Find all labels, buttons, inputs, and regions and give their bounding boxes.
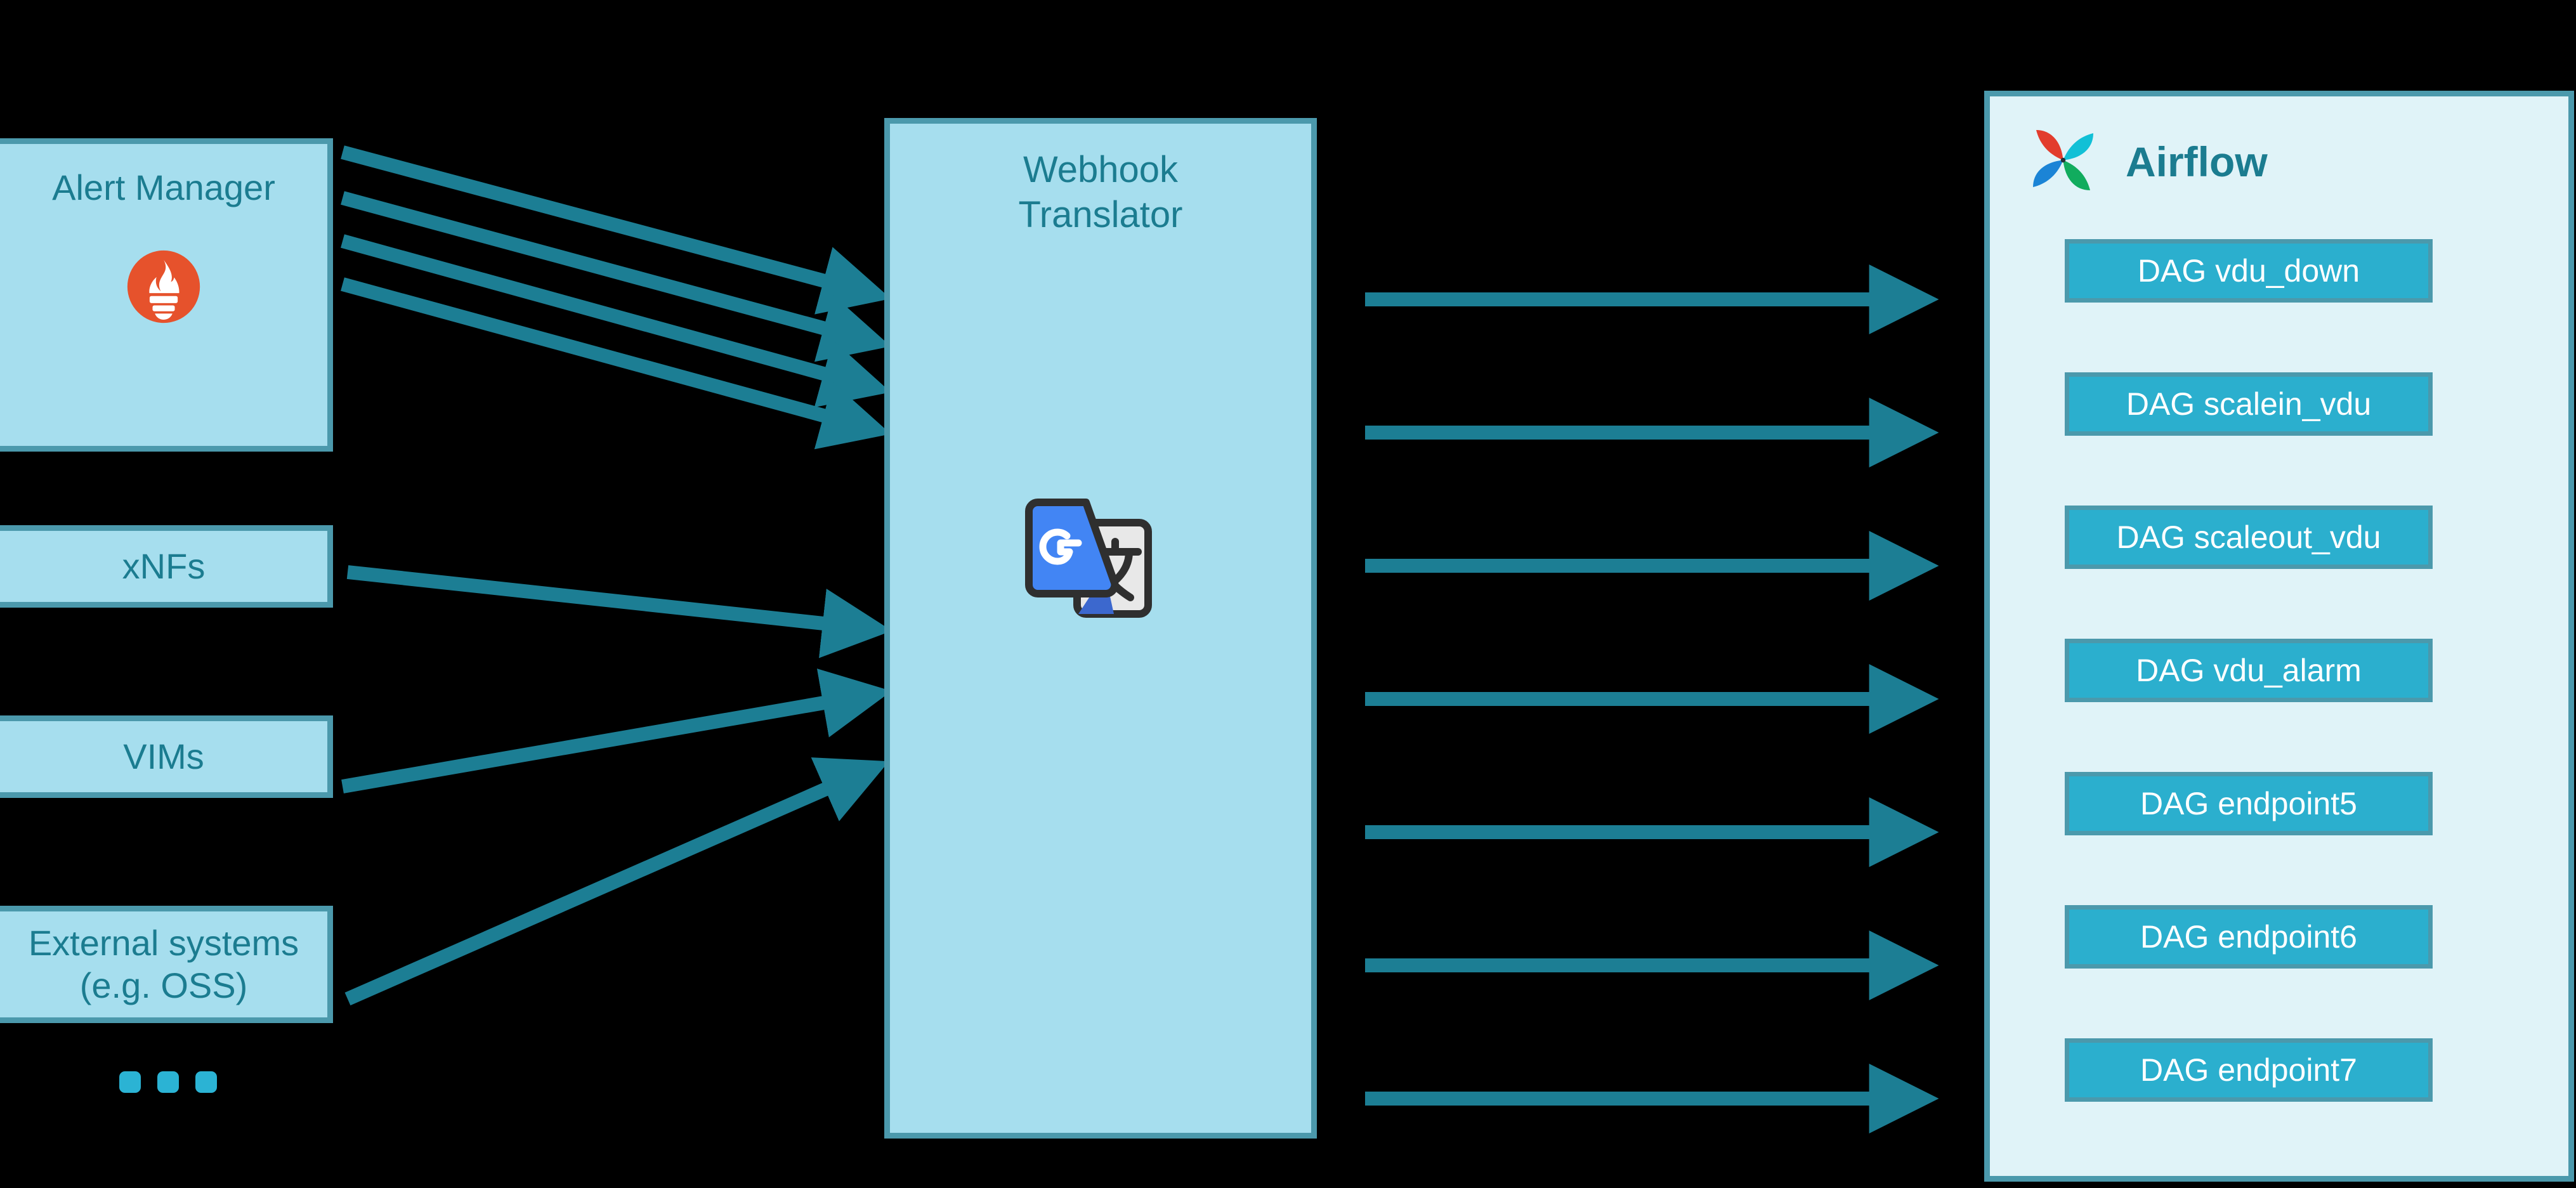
airflow-pinwheel-icon [2024, 121, 2103, 203]
dag-box-scalein-vdu[interactable]: DAG scalein_vdu [2065, 372, 2433, 436]
arrow-alert-4 [341, 277, 891, 450]
arrow-external [344, 757, 889, 1006]
arrow-xnfs [346, 565, 892, 658]
airflow-header: Airflow [2024, 117, 2544, 206]
arrow-alert-1 [341, 145, 891, 315]
dag-label: DAG scalein_vdu [2126, 386, 2372, 422]
dag-label: DAG endpoint7 [2140, 1052, 2357, 1088]
ellipsis-dot [195, 1071, 217, 1093]
prometheus-icon [126, 249, 201, 327]
source-box-external-systems[interactable]: External systems (e.g. OSS) [0, 906, 333, 1023]
source-box-vims[interactable]: VIMs [0, 715, 333, 798]
dag-box-scaleout-vdu[interactable]: DAG scaleout_vdu [2065, 506, 2433, 569]
source-box-xnfs[interactable]: xNFs [0, 525, 333, 608]
source-label-alert-manager: Alert Manager [52, 167, 275, 207]
dag-box-vdu-down[interactable]: DAG vdu_down [2065, 239, 2433, 303]
webhook-translator-box[interactable]: Webhook Translator [884, 118, 1317, 1139]
arrow-vims [341, 669, 892, 793]
dag-box-endpoint7[interactable]: DAG endpoint7 [2065, 1038, 2433, 1102]
source-box-alert-manager[interactable]: Alert Manager [0, 138, 333, 452]
source-label-xnfs: xNFs [122, 545, 206, 586]
ellipsis-dot [119, 1071, 141, 1093]
dag-label: DAG vdu_down [2137, 253, 2360, 289]
dag-label: DAG vdu_alarm [2136, 653, 2362, 688]
dag-label: DAG scaleout_vdu [2116, 519, 2381, 555]
source-label-external-systems: External systems (e.g. OSS) [28, 923, 299, 1005]
ellipsis-indicator [57, 1063, 279, 1101]
dag-box-endpoint5[interactable]: DAG endpoint5 [2065, 772, 2433, 835]
dag-label: DAG endpoint6 [2140, 919, 2357, 955]
dag-box-endpoint6[interactable]: DAG endpoint6 [2065, 905, 2433, 969]
dag-label: DAG endpoint5 [2140, 786, 2357, 821]
ellipsis-dot [157, 1071, 179, 1093]
dag-box-vdu-alarm[interactable]: DAG vdu_alarm [2065, 639, 2433, 702]
arrow-alert-2 [341, 191, 891, 362]
airflow-title: Airflow [2126, 138, 2268, 185]
source-label-vims: VIMs [123, 736, 204, 776]
arrow-alert-3 [341, 234, 891, 408]
webhook-translator-label: Webhook Translator [1018, 149, 1183, 235]
google-translate-icon [1020, 495, 1160, 625]
